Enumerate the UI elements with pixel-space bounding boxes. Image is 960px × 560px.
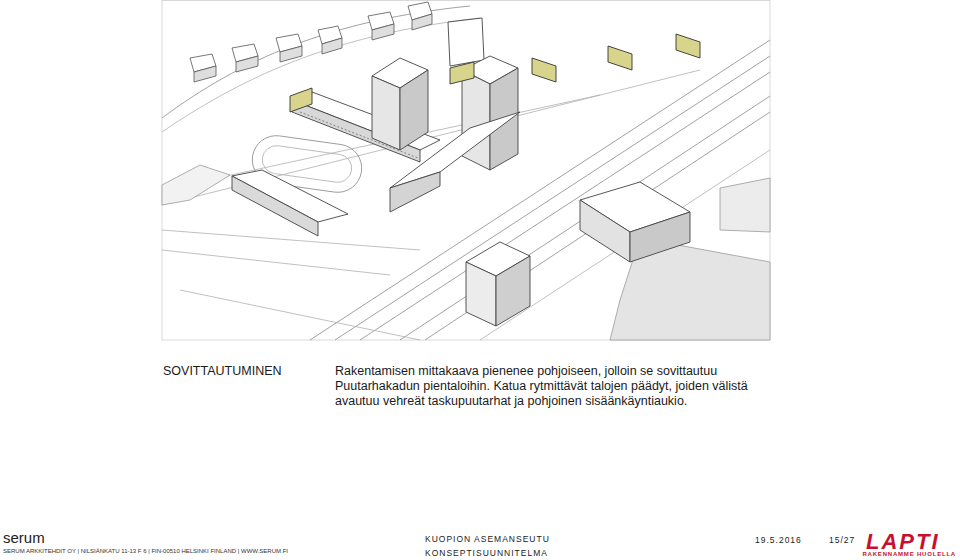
slide-caption: Rakentamisen mittakaava pienenee pohjois… xyxy=(335,364,780,409)
firm-logo: serum xyxy=(3,529,45,547)
date: 19.5.2016 xyxy=(755,535,802,545)
project-phase: KONSEPTISUUNNITELMA xyxy=(425,548,548,558)
client-slogan: RAKENNAMME HUOLELLA xyxy=(862,551,956,558)
firm-address: SERUM ARKKITEHDIT OY | NILSIÄNKATU 11-13… xyxy=(3,548,288,555)
slide-heading: SOVITTAUTUMINEN xyxy=(163,364,282,379)
project-name: KUOPION ASEMANSEUTU xyxy=(425,534,550,544)
page-number: 15/27 xyxy=(829,535,855,545)
